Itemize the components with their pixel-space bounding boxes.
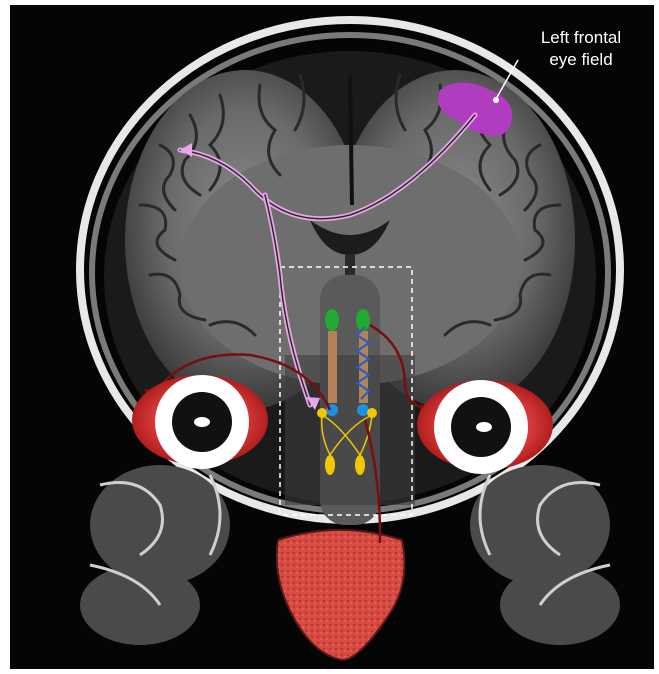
brain-mri-image xyxy=(10,5,654,669)
mri-panel: Left frontal eye field xyxy=(10,5,654,669)
label-line-1: Left frontal xyxy=(516,27,646,49)
frontal-eye-field-label: Left frontal eye field xyxy=(516,27,646,71)
label-line-2: eye field xyxy=(516,49,646,71)
